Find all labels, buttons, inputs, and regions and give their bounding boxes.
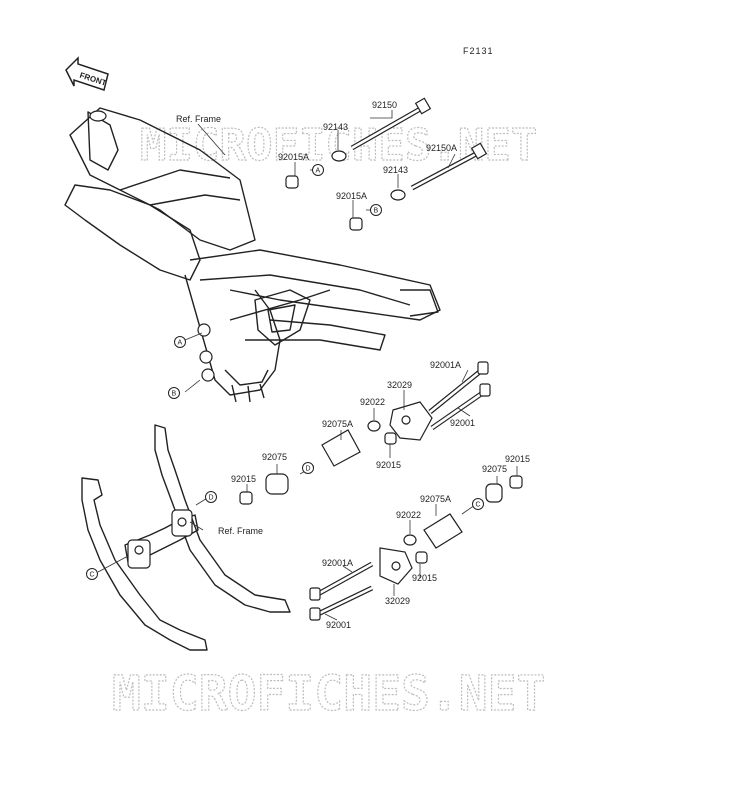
part-label-92075-upper: 92075: [262, 452, 287, 462]
svg-text:C: C: [90, 572, 95, 579]
main-frame-drawing: [64, 107, 441, 403]
part-label-92075-right: 92075: [482, 464, 507, 474]
callout-B-mid: B: [370, 204, 382, 216]
ref-frame-label-bottom: Ref. Frame: [218, 526, 263, 536]
watermark-top: MICROFICHES.NET: [140, 120, 537, 171]
left-bracket-drawing: [81, 424, 291, 651]
svg-text:D: D: [306, 466, 311, 473]
part-label-92015-upper: 92015: [376, 460, 401, 470]
callout-C-lower: C: [472, 498, 484, 510]
upper-assembly-drawing: [239, 361, 491, 505]
nut-92015A-mid-drawing: [349, 217, 363, 231]
part-label-92015A-mid: 92015A: [336, 191, 367, 201]
callout-A-top: A: [312, 164, 324, 176]
washer-92143-mid-drawing: [390, 189, 406, 201]
figure-code: F2131: [463, 46, 494, 56]
part-label-92143-top: 92143: [323, 122, 348, 132]
part-label-92143-mid: 92143: [383, 165, 408, 175]
svg-text:B: B: [374, 208, 379, 215]
part-label-92001-lower: 92001: [326, 620, 351, 630]
lower-assembly-drawing: [309, 475, 523, 621]
part-label-92001A-lower: 92001A: [322, 558, 353, 568]
part-label-32029-upper: 32029: [387, 380, 412, 390]
bolt-92150A-drawing: [410, 142, 488, 191]
part-label-92022-lower: 92022: [396, 510, 421, 520]
svg-text:C: C: [476, 502, 481, 509]
part-label-92015-far-right: 92015: [505, 454, 530, 464]
callout-A-frame: A: [174, 336, 186, 348]
ref-frame-label-top: Ref. Frame: [176, 114, 221, 124]
part-label-32029-lower: 32029: [385, 596, 410, 606]
part-label-92001-upper: 92001: [450, 418, 475, 428]
part-label-92015-lower: 92015: [412, 573, 437, 583]
part-label-92150: 92150: [372, 100, 397, 110]
callout-B-frame: B: [168, 387, 180, 399]
nut-92015A-top-drawing: [285, 175, 299, 189]
svg-text:A: A: [316, 168, 321, 175]
bolt-92150-drawing: [350, 97, 432, 151]
svg-text:A: A: [178, 340, 183, 347]
part-label-92001A-upper: 92001A: [430, 360, 461, 370]
svg-text:D: D: [209, 495, 214, 502]
watermark-bottom: MICROFICHES.NET: [112, 666, 545, 722]
callout-C-bracket: C: [86, 568, 98, 580]
part-label-92015A-top: 92015A: [278, 152, 309, 162]
part-label-92022-upper: 92022: [360, 397, 385, 407]
part-label-92150A: 92150A: [426, 143, 457, 153]
part-label-92075A-lower: 92075A: [420, 494, 451, 504]
svg-text:B: B: [172, 391, 177, 398]
part-label-92015-left: 92015: [231, 474, 256, 484]
washer-92143-top-drawing: [331, 150, 347, 162]
callout-D-bracket: D: [205, 491, 217, 503]
front-arrow-icon: FRONT: [65, 56, 109, 91]
part-label-92075A-upper: 92075A: [322, 419, 353, 429]
callout-D-upper: D: [302, 462, 314, 474]
